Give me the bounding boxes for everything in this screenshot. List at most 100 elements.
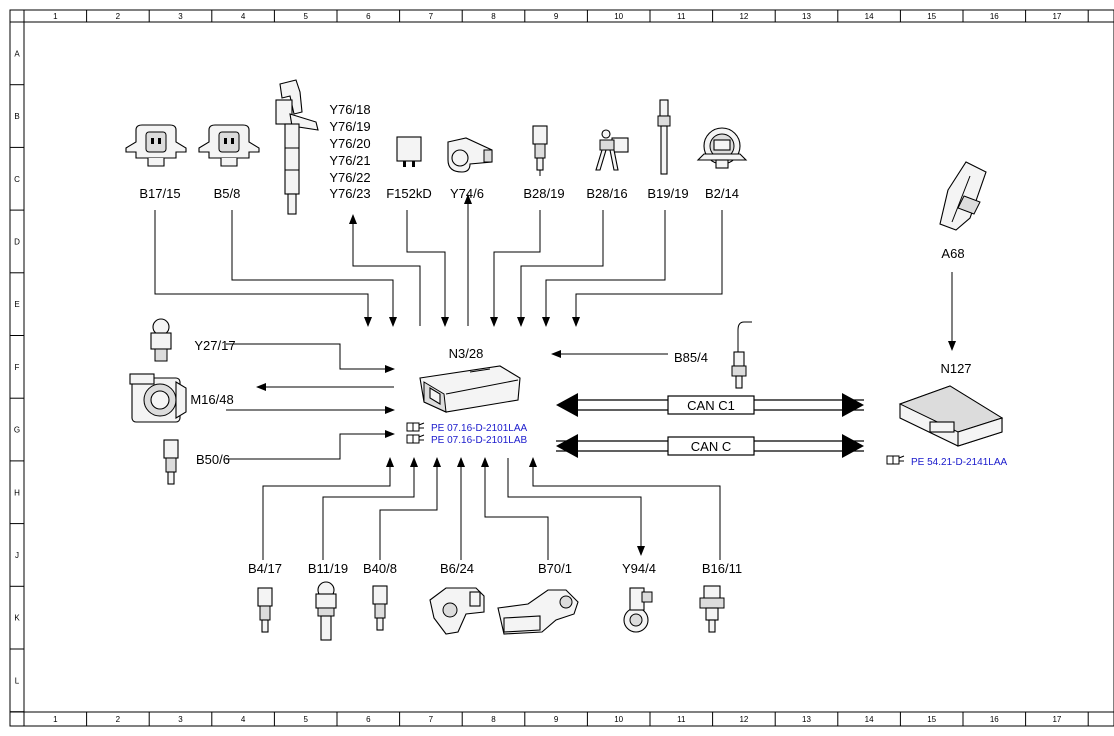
grid-column-label: 12 — [739, 12, 748, 21]
grid-column-label: 15 — [927, 12, 936, 21]
grid-row-label: F — [15, 363, 20, 372]
label-can-c: CAN C — [691, 439, 731, 454]
sensor-b11-19-icon — [315, 581, 337, 641]
grid-column-label: 2 — [116, 715, 121, 724]
label-y76-18: Y76/18 — [329, 102, 370, 117]
grid-column-label: 13 — [802, 12, 811, 21]
label-n127: N127 — [940, 361, 971, 376]
book-reference-icon — [406, 434, 425, 444]
pressure-sensor-b5-8-icon — [198, 124, 260, 167]
label-b17-15: B17/15 — [139, 186, 180, 201]
label-b85-4: B85/4 — [674, 350, 708, 365]
label-y27-17: Y27/17 — [194, 338, 235, 353]
grid-column-label: 14 — [865, 12, 874, 21]
grid-column-label: 16 — [990, 12, 999, 21]
label-b2-14: B2/14 — [705, 186, 739, 201]
label-b70-1: B70/1 — [538, 561, 572, 576]
label-m16-48: M16/48 — [190, 392, 233, 407]
label-a68: A68 — [941, 246, 964, 261]
reference-link-1[interactable]: PE 07.16-D-2101LAA — [431, 423, 528, 434]
grid-column-label: 11 — [677, 12, 686, 21]
grid-column-label: 13 — [802, 715, 811, 724]
sensor-b40-8-icon — [372, 585, 388, 631]
label-y94-4: Y94/4 — [622, 561, 656, 576]
valve-y27-17-icon — [150, 318, 172, 362]
book-reference-icon — [886, 455, 905, 465]
grid-column-label: 11 — [677, 715, 686, 724]
grid-column-label: 17 — [1052, 12, 1061, 21]
grid-column-label: 9 — [554, 12, 559, 21]
grid-column-label: 2 — [116, 12, 121, 21]
book-reference-icon — [406, 422, 425, 432]
grid-row-label: E — [14, 300, 19, 309]
label-b50-6: B50/6 — [196, 452, 230, 467]
label-b40-8: B40/8 — [363, 561, 397, 576]
grid-row-label: B — [14, 112, 19, 121]
label-b28-16: B28/16 — [586, 186, 627, 201]
grid-column-label: 9 — [554, 715, 559, 724]
grid-column-label: 3 — [178, 715, 183, 724]
grid-column-label: 17 — [1052, 715, 1061, 724]
grid-column-label: 4 — [241, 12, 246, 21]
grid-column-label: 5 — [303, 715, 308, 724]
can-c-box — [667, 436, 755, 456]
grid-column-label: 5 — [303, 12, 308, 21]
label-b11-19: B11/19 — [308, 561, 348, 576]
valve-y94-4-icon — [623, 587, 653, 633]
label-b19-19: B19/19 — [647, 186, 688, 201]
reference-link-2[interactable]: PE 07.16-D-2101LAB — [431, 435, 528, 446]
engine-control-unit-n3-28-icon — [419, 365, 521, 413]
grid-column-label: 7 — [429, 12, 434, 21]
grid-column-label: 12 — [739, 715, 748, 724]
label-f152kd: F152kD — [386, 186, 432, 201]
grid-column-label: 8 — [491, 715, 496, 724]
label-y76-19: Y76/19 — [329, 119, 370, 134]
throttle-actuator-m16-48-icon — [129, 373, 187, 423]
grid-column-label: 7 — [429, 715, 434, 724]
fuel-injector-icon — [275, 79, 319, 215]
sensor-b4-17-icon — [257, 587, 273, 633]
control-unit-n127-icon — [898, 385, 1004, 447]
relay-f152kd-icon — [396, 136, 422, 167]
sensor-b2-14-icon — [696, 127, 748, 169]
accelerator-pedal-a68-icon — [939, 161, 987, 231]
valve-y74-6-icon — [447, 137, 493, 173]
label-y76-22: Y76/22 — [329, 170, 370, 185]
camshaft-sensor-b6-24-icon — [429, 587, 485, 635]
grid-row-label: A — [14, 49, 20, 58]
label-b4-17: B4/17 — [248, 561, 282, 576]
pressure-sensor-b17-15-icon — [125, 124, 187, 167]
grid-column-label: 14 — [865, 715, 874, 724]
grid-column-label: 16 — [990, 715, 999, 724]
crankshaft-sensor-b70-1-icon — [497, 589, 579, 635]
can-c1-box — [667, 395, 755, 415]
label-y76-20: Y76/20 — [329, 136, 370, 151]
grid-column-label: 3 — [178, 12, 183, 21]
grid-row-label: H — [14, 488, 20, 497]
sensor-b28-19-icon — [532, 125, 548, 176]
grid-column-label: 1 — [53, 12, 58, 21]
grid-row-label: D — [14, 237, 20, 246]
label-y76-21: Y76/21 — [329, 153, 370, 168]
sensor-b50-6-icon — [163, 439, 179, 485]
grid-row-label: J — [15, 551, 19, 560]
grid-column-label: 8 — [491, 12, 496, 21]
grid-row-label: L — [15, 676, 20, 685]
reference-link-3[interactable]: PE 54.21-D-2141LAA — [911, 457, 1008, 468]
label-n3-28: N3/28 — [449, 346, 484, 361]
grid-column-label: 10 — [614, 715, 623, 724]
grid-row-label: K — [14, 614, 20, 623]
label-y74-6: Y74/6 — [450, 186, 484, 201]
grid-column-label: 6 — [366, 715, 371, 724]
grid-row-label: C — [14, 175, 20, 184]
grid-column-label: 10 — [614, 12, 623, 21]
can-c1-bus — [556, 393, 864, 417]
grid-column-label: 1 — [53, 715, 58, 724]
temperature-probe-b19-19-icon — [657, 99, 671, 175]
grid-column-label: 6 — [366, 12, 371, 21]
label-y76-23: Y76/23 — [329, 186, 370, 201]
